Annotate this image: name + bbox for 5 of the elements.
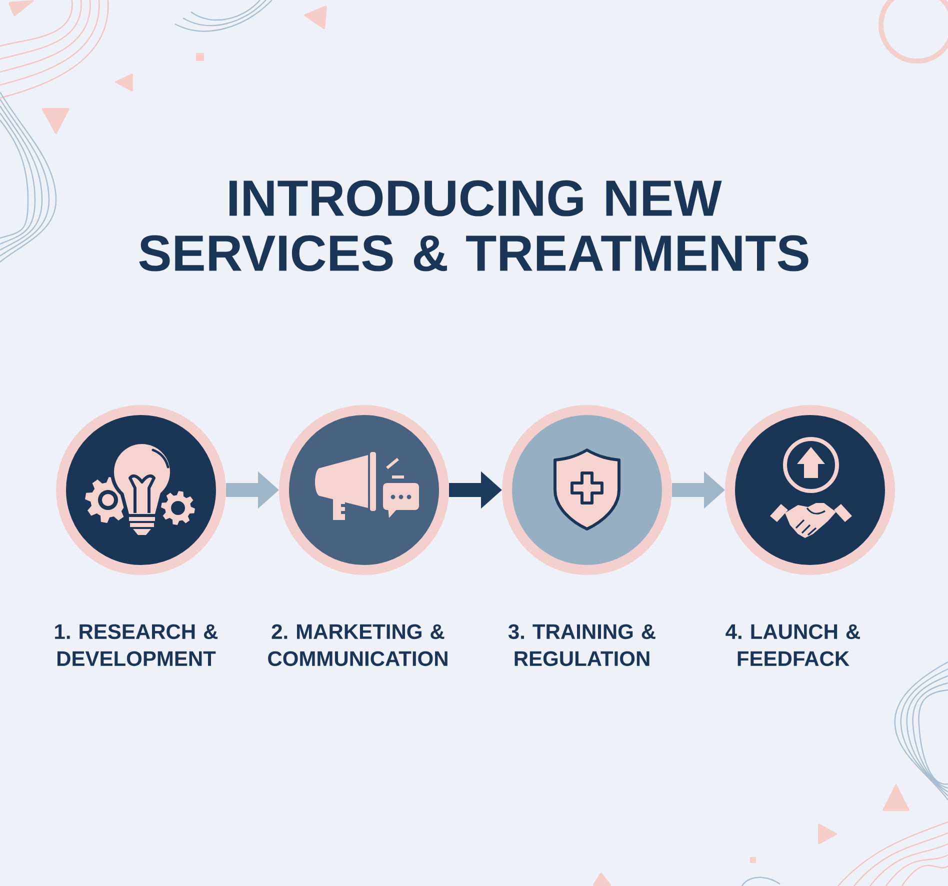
step-label: 2. MARKETING & COMMUNICATION bbox=[268, 624, 448, 666]
step-label: 3. TRAINING & REGULATION bbox=[508, 624, 656, 666]
step-label: 4. LAUNCH & FEEDFACK bbox=[726, 624, 860, 666]
title: INTRODUCING NEW SERVICES & TREATMENTS bbox=[139, 180, 808, 272]
step-label: 1. RESEARCH & DEVELOPMENT bbox=[55, 624, 218, 666]
